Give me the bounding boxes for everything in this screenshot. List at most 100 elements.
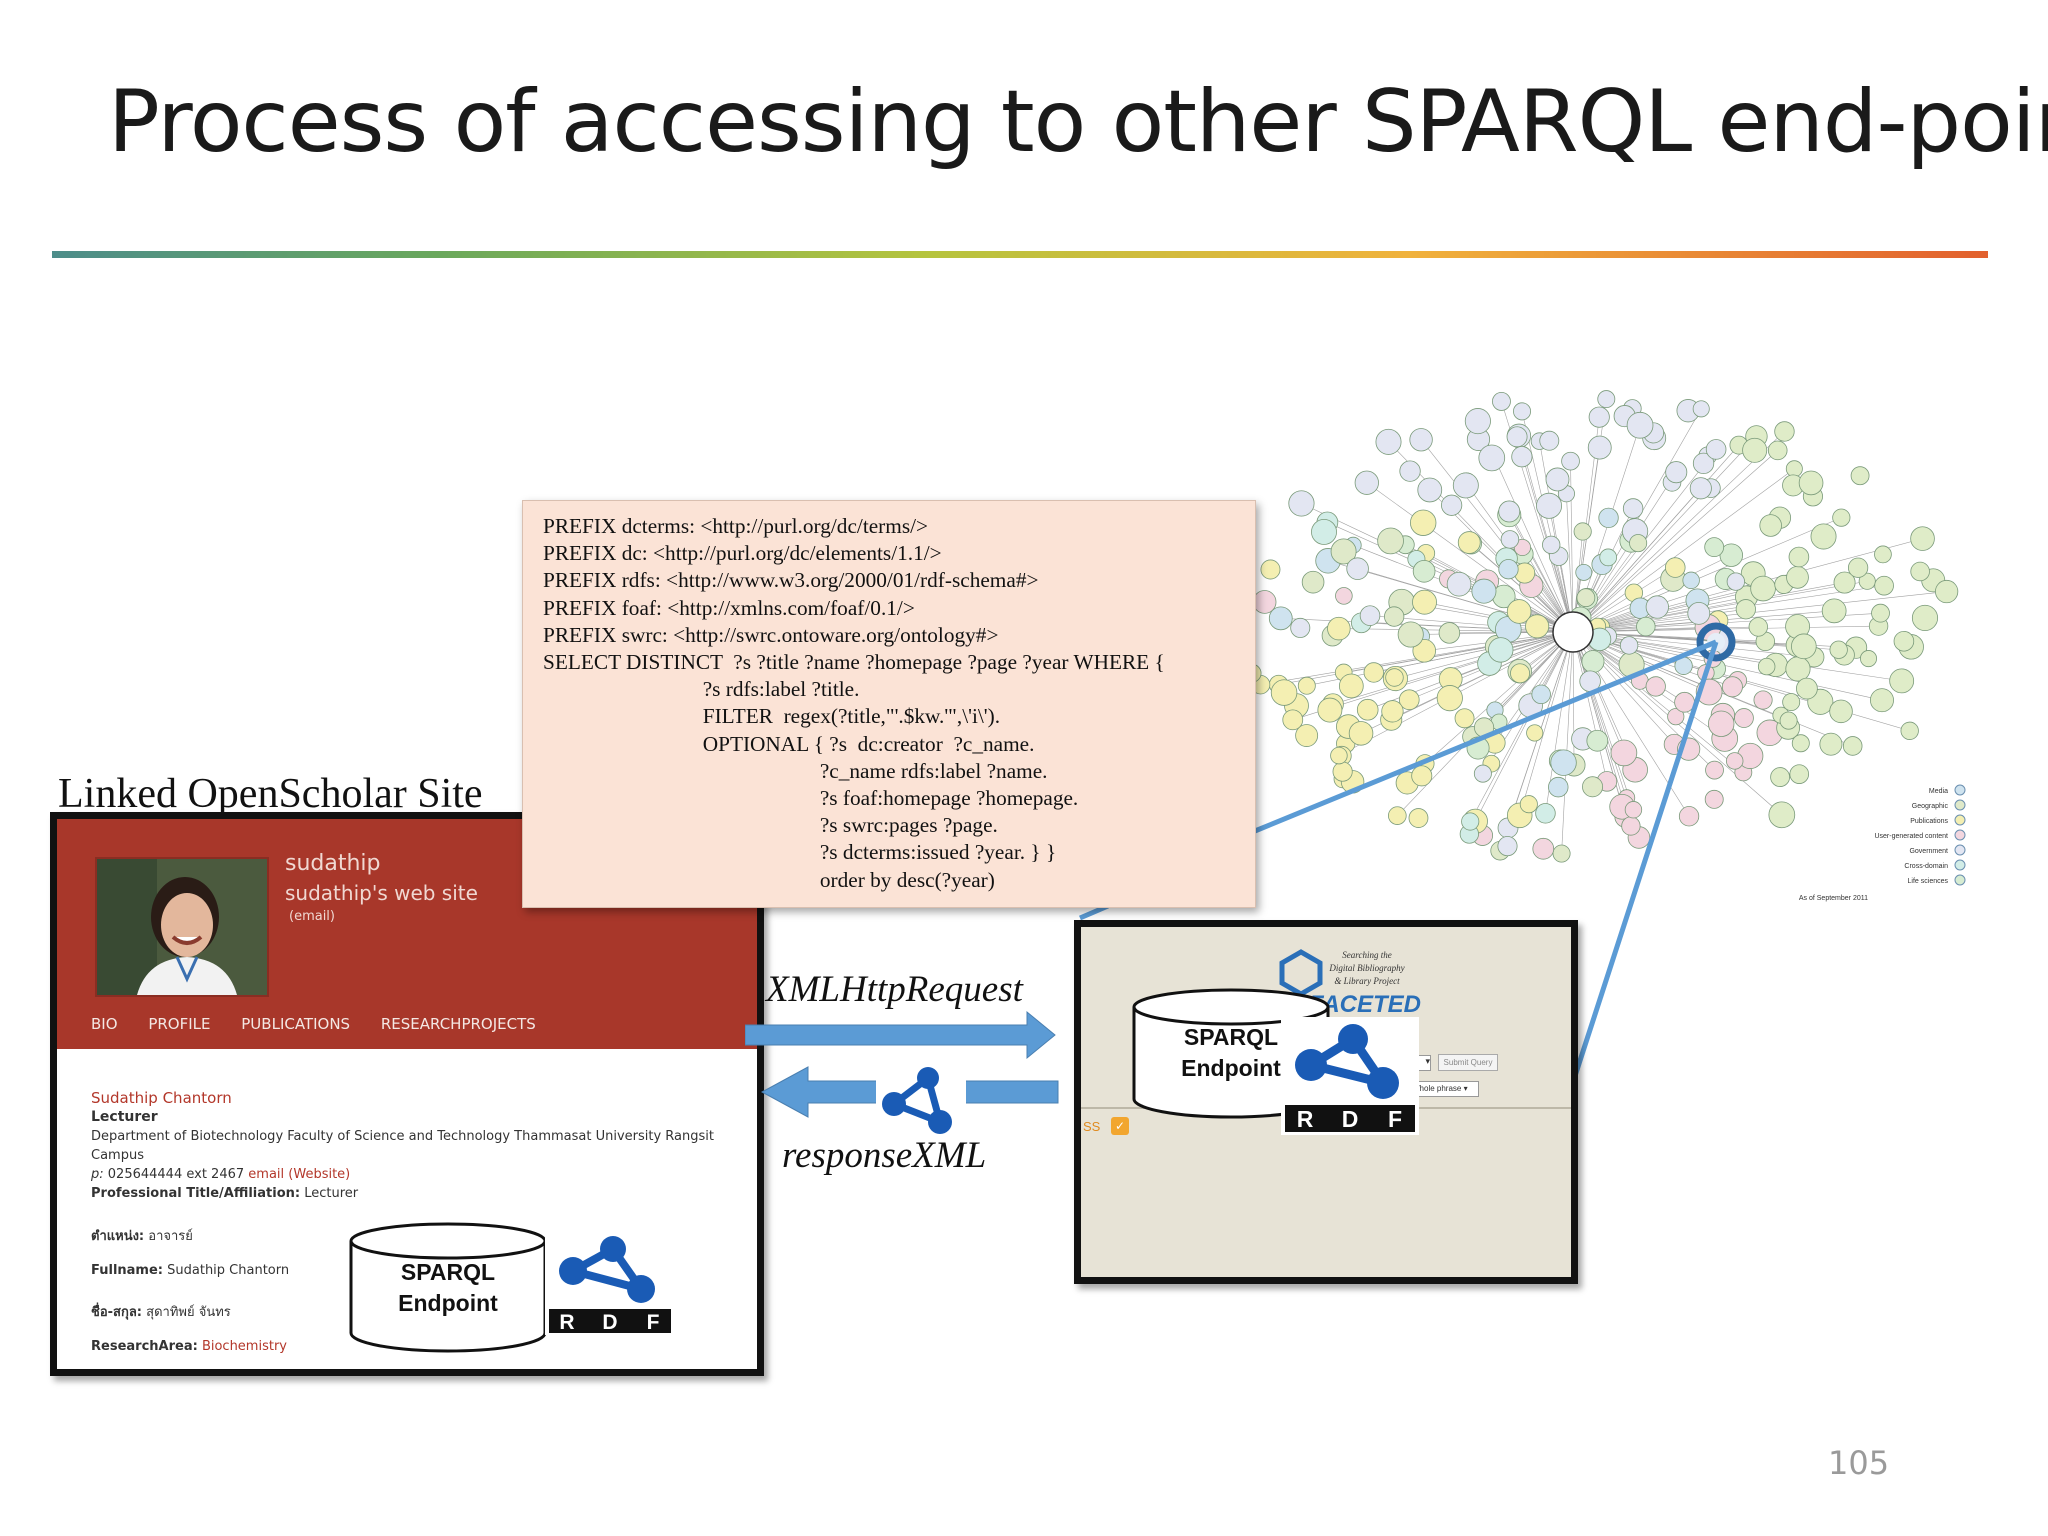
lod-dataset-node — [1441, 494, 1463, 516]
rdf-letter-d: D — [602, 1311, 617, 1334]
thai-position-label: ตำแหน่ง: — [91, 1229, 145, 1244]
lod-dataset-node — [1742, 437, 1768, 463]
lod-edge — [1572, 468, 1795, 633]
lod-dataset-node — [1282, 709, 1304, 731]
profile-photo — [95, 857, 269, 997]
lod-dataset-node — [1356, 698, 1379, 721]
nav-researchprojects[interactable]: RESEARCHPROJECTS — [380, 1015, 536, 1033]
query-line: ?s dcterms:issued ?year. } } — [543, 840, 1057, 865]
lod-dataset-node — [1870, 688, 1894, 713]
research-label: ResearchArea: — [91, 1339, 198, 1354]
nav-publications[interactable]: PUBLICATIONS — [241, 1015, 351, 1033]
lod-dataset-node — [1388, 806, 1407, 825]
lod-dataset-node — [1295, 724, 1319, 747]
lod-dataset-node — [1819, 732, 1843, 756]
faceted-dblp-screenshot: Searching the Digital Bibliography & Lib… — [1074, 920, 1578, 1284]
thai-name-label: ชื่อ-สกุล: — [91, 1305, 142, 1320]
lod-dataset-node — [1542, 535, 1561, 555]
faceted-submit-button[interactable]: Submit Query — [1438, 1054, 1498, 1071]
thai-position-value: อาจารย์ — [148, 1229, 193, 1244]
lod-dataset-node — [1900, 721, 1919, 740]
person-contact: p: 025644444 ext 2467 email (Website) — [91, 1167, 350, 1182]
website-link[interactable]: (Website) — [288, 1167, 351, 1182]
lod-dataset-node — [1791, 633, 1817, 660]
lod-edge — [1280, 618, 1574, 633]
rdf-node — [1367, 1067, 1399, 1099]
lod-dataset-node — [1381, 700, 1404, 723]
rdf-node — [627, 1275, 655, 1303]
lod-dataset-node — [1354, 470, 1379, 495]
lod-dataset-node — [1461, 812, 1480, 831]
lod-edge — [1572, 582, 1845, 633]
lod-dataset-node — [1667, 708, 1685, 726]
lod-dataset-node — [1297, 676, 1316, 695]
email-link[interactable]: email — [248, 1167, 285, 1182]
lod-dataset-node — [1260, 559, 1281, 580]
lod-dataset-node — [1829, 640, 1848, 659]
lod-dataset-node — [1626, 411, 1654, 439]
query-line: ?s swrc:pages ?page. — [543, 813, 998, 838]
lod-dataset-node — [1488, 637, 1514, 663]
lod-edge — [1572, 450, 1778, 633]
faceted-rss-icon[interactable]: ✓ — [1111, 1117, 1129, 1135]
lod-legend-swatch — [1954, 874, 1966, 886]
lod-dataset-node — [1774, 421, 1795, 442]
lod-dataset-node — [1513, 402, 1532, 421]
lod-dataset-node — [1397, 621, 1424, 648]
person-department: Department of Biotechnology Faculty of S… — [91, 1129, 714, 1144]
lod-dataset-node — [1692, 400, 1710, 418]
lod-dataset-node — [1682, 571, 1700, 590]
local-endpoint-label: SPARQL Endpoint — [348, 1257, 548, 1319]
lod-dataset-node — [1409, 428, 1433, 452]
nav-profile[interactable]: PROFILE — [148, 1015, 211, 1033]
query-line: ?s foaf:homepage ?homepage. — [543, 786, 1079, 811]
faceted-caption: Searching the Digital Bibliography & Lib… — [1317, 949, 1417, 988]
lod-legend-swatch — [1954, 829, 1966, 841]
lod-dataset-node — [1492, 392, 1511, 411]
nav-bio[interactable]: BIO — [91, 1015, 118, 1033]
faceted-phrase-select[interactable]: Whole phrase ▾ — [1409, 1081, 1479, 1097]
lod-dataset-node — [1791, 734, 1810, 753]
lod-dataset-node — [1335, 587, 1353, 605]
lod-dataset-node — [1707, 710, 1735, 737]
lod-dataset-node — [1412, 589, 1437, 615]
lod-dataset-node — [1375, 428, 1402, 455]
lod-dataset-node — [1270, 679, 1298, 706]
lod-dataset-node — [1705, 760, 1724, 780]
lod-dataset-node — [1384, 606, 1405, 627]
lod-dataset-node — [1301, 570, 1325, 594]
lod-dataset-node — [1629, 534, 1648, 553]
header-email: (email) — [289, 909, 335, 924]
lod-edge — [1572, 538, 1923, 633]
lod-dataset-node — [1454, 708, 1475, 729]
lod-dataset-node — [1436, 685, 1463, 712]
lod-dataset-node — [1498, 559, 1519, 580]
lod-edge — [1566, 493, 1574, 633]
rdf-letter-f: F — [647, 1311, 660, 1334]
site-nav: BIO PROFILE PUBLICATIONS RESEARCHPROJECT… — [91, 1015, 562, 1033]
remote-rdf-logo: R D F — [1281, 1017, 1419, 1135]
lod-dataset-node — [1478, 444, 1506, 472]
lod-legend-label: Publications — [1910, 818, 1948, 825]
lod-dataset-node — [1317, 697, 1343, 723]
lod-dataset-node — [1665, 461, 1688, 484]
site-label: Linked OpenScholar Site — [58, 771, 483, 817]
lod-dataset-node — [1810, 523, 1837, 550]
lod-dataset-node — [1770, 767, 1791, 787]
connector-line-left — [1249, 639, 1717, 836]
lod-dataset-node — [1788, 546, 1810, 568]
lod-dataset-node — [1692, 452, 1715, 474]
research-value[interactable]: Biochemistry — [201, 1339, 287, 1354]
person-campus: Campus — [91, 1148, 144, 1163]
query-line: PREFIX swrc: <http://swrc.ontoware.org/o… — [543, 622, 999, 647]
lod-dataset-node — [1573, 522, 1592, 541]
query-line: order by desc(?year) — [543, 867, 995, 892]
rdf-node — [559, 1257, 587, 1285]
lod-dataset-node — [1535, 803, 1556, 824]
lod-dataset-node — [1719, 543, 1744, 567]
lod-edge — [1518, 435, 1574, 633]
lod-legend-swatch — [1954, 784, 1966, 796]
lod-highlighted-node-ring — [1696, 622, 1736, 662]
profile-photo-illustration — [97, 859, 267, 995]
lod-dataset-node — [1385, 668, 1404, 687]
